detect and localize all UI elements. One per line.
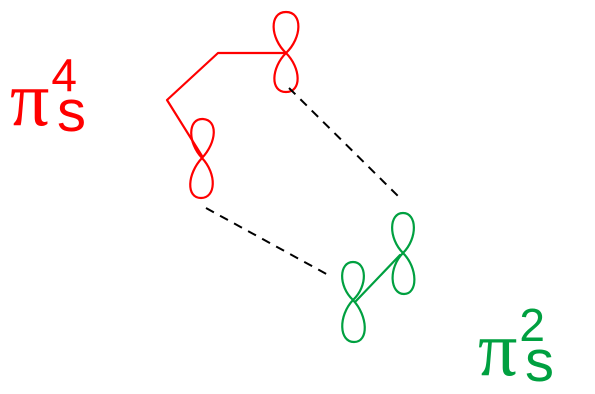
overlap-line-top [288,87,399,197]
diene-pi-symbol: π [10,55,50,142]
alkene-electron-count: 2 [519,299,545,351]
alkene-pi-label: π2s [478,302,554,391]
diene-bottom-p-orbital-icon [189,117,215,200]
alkene-right-p-orbital-icon [391,211,416,296]
alkene-suprafacial-subscript: s [524,329,554,394]
diene-electron-count: 4 [51,49,77,101]
diene-pi-label: π4s [10,52,86,141]
diene-suprafacial-subscript: s [56,79,86,144]
alkene-pi-symbol: π [478,305,518,392]
diene-backbone [165,51,288,158]
alkene-left-p-orbital-icon [341,260,366,344]
alkene-bond [354,253,402,303]
orbital-overlap-lines [205,87,399,277]
overlap-line-bottom [205,207,331,277]
diene-top-p-orbital-icon [272,10,300,94]
